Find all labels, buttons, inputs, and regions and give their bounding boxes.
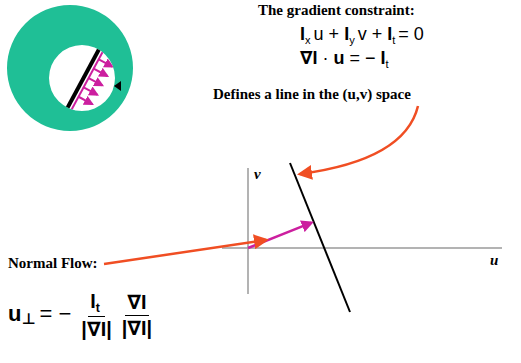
edge-in-aperture — [62, 40, 112, 120]
annotation-text: Defines a line in the (u,v) space — [213, 86, 411, 102]
math-symbol: I — [90, 290, 96, 312]
subscript: x — [305, 34, 311, 46]
pointer-triangle — [114, 81, 121, 91]
motion-arrow — [78, 96, 92, 104]
annotation-text: Normal Flow: — [8, 255, 98, 271]
subscript: ⊥ — [21, 310, 35, 327]
equation: Ixu +Iyv +It= 0 — [300, 24, 429, 47]
subscript: y — [349, 34, 355, 46]
math-symbol: = − — [350, 48, 376, 68]
math-symbol: I — [300, 24, 305, 44]
math-symbol: = 0 — [398, 24, 424, 44]
math-symbol: I — [381, 48, 386, 68]
annotation: Normal Flow: — [8, 255, 98, 272]
math-symbol: |∇I| — [122, 317, 152, 339]
axis-label: v — [254, 166, 261, 182]
fraction: ∇I |∇I| — [120, 291, 154, 340]
normal-flow-arrow — [248, 223, 312, 248]
heading: The gradient constraint: — [258, 2, 415, 19]
aperture-ring — [7, 5, 133, 131]
motion-arrow — [98, 59, 112, 67]
leader-arrow — [104, 240, 266, 264]
motion-arrow — [93, 68, 107, 76]
denominator: |∇I| — [79, 317, 113, 341]
math-symbol: ∇I — [127, 291, 146, 313]
denominator: |∇I| — [120, 316, 154, 340]
fraction: It|∇I| — [79, 290, 113, 341]
math-symbol: u + — [314, 24, 340, 44]
formula: u⊥= −It|∇I|∇I|∇I| — [8, 290, 157, 341]
math-symbol: |∇I| — [81, 318, 111, 340]
subscript: t — [386, 58, 389, 70]
u-axis — [222, 247, 502, 249]
subscript: t — [392, 34, 395, 46]
subscript: t — [96, 301, 100, 315]
numerator: It — [88, 290, 105, 317]
axis-label: v — [254, 166, 261, 183]
annotation-text: The gradient constraint: — [258, 2, 415, 18]
constraint-line — [290, 163, 350, 312]
numerator: ∇I — [125, 291, 148, 316]
math-symbol: · — [323, 48, 329, 68]
math-symbol: u — [8, 301, 21, 326]
motion-arrow — [83, 87, 97, 95]
math-symbol: = − — [40, 301, 72, 326]
axis-label: u — [490, 252, 498, 268]
annotation: Defines a line in the (u,v) space — [213, 86, 411, 103]
motion-arrow — [88, 78, 102, 86]
math-symbol: I — [344, 24, 349, 44]
math-symbol: v + — [358, 24, 383, 44]
math-symbol: I — [387, 24, 392, 44]
axis-label: u — [490, 252, 498, 269]
equation: ∇I·u= −It — [300, 48, 392, 71]
leader-arrow — [300, 106, 418, 174]
math-symbol: ∇I — [300, 48, 318, 68]
v-axis — [247, 168, 249, 294]
math-symbol: u — [334, 48, 345, 68]
